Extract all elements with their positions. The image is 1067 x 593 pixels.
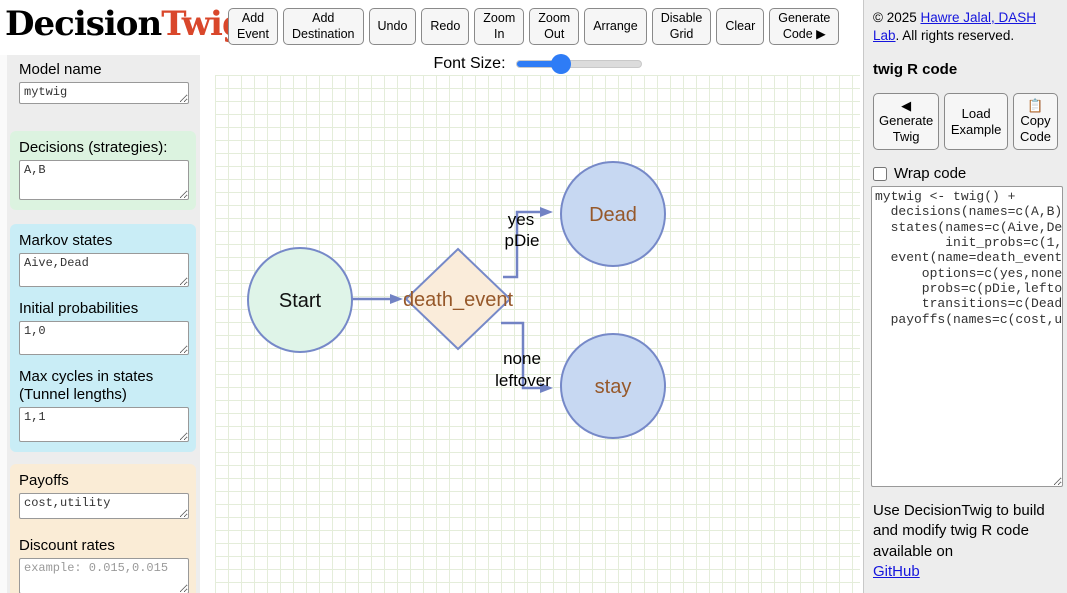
model-name-section: Model name mytwig [7, 55, 200, 104]
payoffs-label: Payoffs [19, 472, 69, 489]
clear-button[interactable]: Clear [716, 8, 765, 45]
redo-button[interactable]: Redo [421, 8, 470, 45]
copy-code-button[interactable]: 📋 Copy Code [1013, 93, 1058, 151]
diagram: Start death_event Dead stay yes pDie non… [247, 161, 666, 439]
disable-grid-button[interactable]: Disable Grid [651, 8, 712, 45]
copyright-suffix: . All rights reserved. [895, 27, 1015, 43]
copyright-prefix: © 2025 [873, 10, 921, 25]
node-start[interactable]: Start [247, 247, 353, 353]
model-settings-sidebar: Model name mytwig Decisions (strategies)… [0, 55, 200, 593]
edge-label-pdie[interactable]: pDie [505, 231, 540, 250]
decisions-label: Decisions (strategies): [19, 139, 168, 156]
left-triangle-icon: ◀ [901, 97, 912, 113]
wrap-code-checkbox[interactable] [873, 166, 887, 181]
copy-code-label: Copy Code [1019, 113, 1052, 144]
discount-rates-input[interactable] [19, 558, 189, 593]
arrange-button[interactable]: Arrange [584, 8, 647, 45]
initial-probabilities-label: Initial probabilities [19, 300, 139, 317]
copyright: © 2025 Hawre Jalal, DASH Lab. All rights… [873, 9, 1058, 44]
node-death-event[interactable]: death_event [403, 247, 514, 351]
code-panel-buttons: ◀ Generate Twig Load Example 📋 Copy Code [873, 93, 1058, 151]
footer-text: Use DecisionTwig to build and modify twi… [873, 502, 1045, 560]
load-example-label: Load Example [950, 106, 1002, 137]
generate-twig-label: Generate Twig [879, 113, 934, 144]
footer-note: Use DecisionTwig to build and modify twi… [873, 501, 1058, 582]
payoffs-input[interactable]: cost,utility [19, 493, 189, 519]
font-size-slider[interactable] [515, 54, 642, 74]
decisions-section: Decisions (strategies): A,B [10, 131, 196, 210]
github-link[interactable]: GitHub [873, 562, 920, 580]
decisions-input[interactable]: A,B [19, 160, 189, 200]
code-panel: © 2025 Hawre Jalal, DASH Lab. All rights… [863, 0, 1067, 593]
undo-button[interactable]: Undo [368, 8, 417, 45]
toolbar: Add Event Add Destination Undo Redo Zoom… [228, 8, 840, 45]
zoom-in-button[interactable]: Zoom In [474, 8, 525, 45]
markov-section: Markov states Aive,Dead Initial probabil… [10, 224, 196, 452]
edge-label-leftover[interactable]: leftover [495, 371, 551, 390]
add-destination-button[interactable]: Add Destination [282, 8, 364, 45]
node-stay[interactable]: stay [560, 333, 666, 439]
app-logo: DecisionTwig [5, 4, 246, 44]
model-name-input[interactable]: mytwig [19, 82, 189, 104]
header: DecisionTwig Add Event Add Destination U… [0, 0, 863, 55]
copyright-link[interactable]: Hawre Jalal, DASH Lab [873, 10, 1037, 43]
edge-label-none[interactable]: none [503, 349, 541, 368]
markov-states-input[interactable]: Aive,Dead [19, 253, 189, 287]
node-start-label: Start [279, 290, 322, 312]
node-stay-label: stay [595, 376, 632, 398]
logo-text-decision: Decision [5, 4, 162, 44]
wrap-code-row: Wrap code [873, 165, 1058, 182]
payoffs-section: Payoffs cost,utility Discount rates [10, 464, 196, 593]
wrap-code-label: Wrap code [894, 165, 967, 183]
add-event-button[interactable]: Add Event [228, 8, 278, 45]
node-death-event-label: death_event [403, 289, 514, 311]
load-example-button[interactable]: Load Example [944, 93, 1009, 151]
generate-twig-button[interactable]: ◀ Generate Twig [873, 93, 940, 151]
zoom-out-button[interactable]: Zoom Out [529, 8, 580, 45]
clipboard-icon: 📋 [1027, 97, 1044, 113]
node-dead[interactable]: Dead [560, 161, 666, 267]
edge-event-to-stay [501, 321, 553, 393]
initial-probabilities-input[interactable]: 1,0 [19, 321, 189, 355]
discount-rates-label: Discount rates [19, 537, 115, 554]
twig-r-code-heading: twig R code [873, 61, 958, 79]
edge-event-to-dead [503, 207, 553, 279]
font-size-row: Font Size: [215, 53, 860, 75]
diagram-canvas[interactable]: Start death_event Dead stay yes pDie non… [215, 75, 860, 593]
node-dead-label: Dead [589, 204, 637, 226]
r-code-textarea[interactable]: mytwig <- twig() + decisions(names=c(A,B… [871, 186, 1063, 488]
edge-label-yes[interactable]: yes [508, 210, 534, 229]
generate-code-button[interactable]: Generate Code ▶ [769, 8, 840, 45]
max-cycles-input[interactable]: 1,1 [19, 407, 189, 442]
font-size-label: Font Size: [433, 55, 506, 72]
model-name-label: Model name [19, 61, 102, 78]
markov-states-label: Markov states [19, 232, 113, 249]
max-cycles-label: Max cycles in states (Tunnel lengths) [19, 368, 154, 403]
